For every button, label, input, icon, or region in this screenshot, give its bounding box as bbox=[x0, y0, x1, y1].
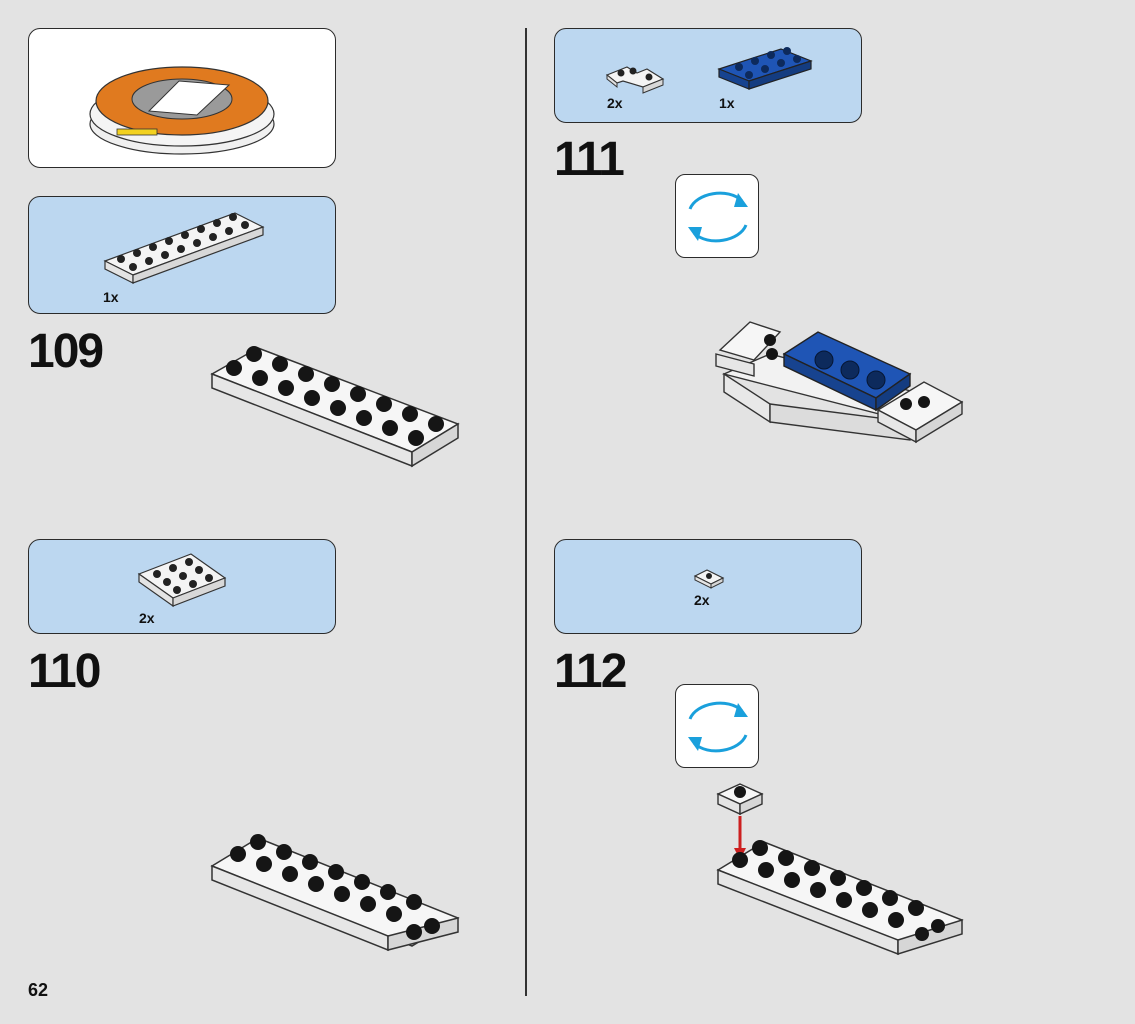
step-109-parts-panel: 1x bbox=[28, 196, 336, 314]
step-110-parts-panel: 2x bbox=[28, 539, 336, 634]
rotate-model-icon bbox=[688, 191, 748, 243]
rotate-model-callout bbox=[675, 684, 759, 768]
white-corner-plate-icon bbox=[605, 66, 665, 94]
step-110-build-illustration bbox=[210, 834, 460, 952]
part-quantity: 1x bbox=[103, 289, 119, 305]
step-number-109: 109 bbox=[28, 325, 104, 378]
step-number-111: 111 bbox=[554, 133, 625, 186]
subassembly-preview bbox=[28, 28, 336, 168]
white-plate-1x1-icon bbox=[693, 569, 725, 589]
step-111-parts-panel: 2x 1x bbox=[554, 28, 862, 123]
part-quantity: 2x bbox=[139, 610, 155, 626]
step-112-parts-panel: 2x bbox=[554, 539, 862, 634]
orange-dome-assembly-icon bbox=[89, 66, 275, 155]
white-plate-3x4-icon bbox=[137, 553, 227, 608]
part-quantity: 2x bbox=[694, 592, 710, 608]
step-number-112: 112 bbox=[554, 645, 627, 698]
blue-plate-2x4-icon bbox=[717, 47, 813, 90]
step-number-110: 110 bbox=[28, 645, 101, 698]
page-number: 62 bbox=[28, 980, 49, 1000]
rotate-model-callout bbox=[675, 174, 759, 258]
column-divider bbox=[525, 28, 527, 996]
part-quantity: 2x bbox=[607, 95, 623, 111]
rotate-model-icon bbox=[688, 701, 748, 753]
step-112-build-illustration bbox=[716, 783, 964, 956]
step-111-build-illustration bbox=[715, 321, 964, 444]
white-plate-2x8-icon bbox=[103, 212, 265, 284]
part-quantity: 1x bbox=[719, 95, 735, 111]
step-109-build-illustration bbox=[210, 346, 460, 468]
